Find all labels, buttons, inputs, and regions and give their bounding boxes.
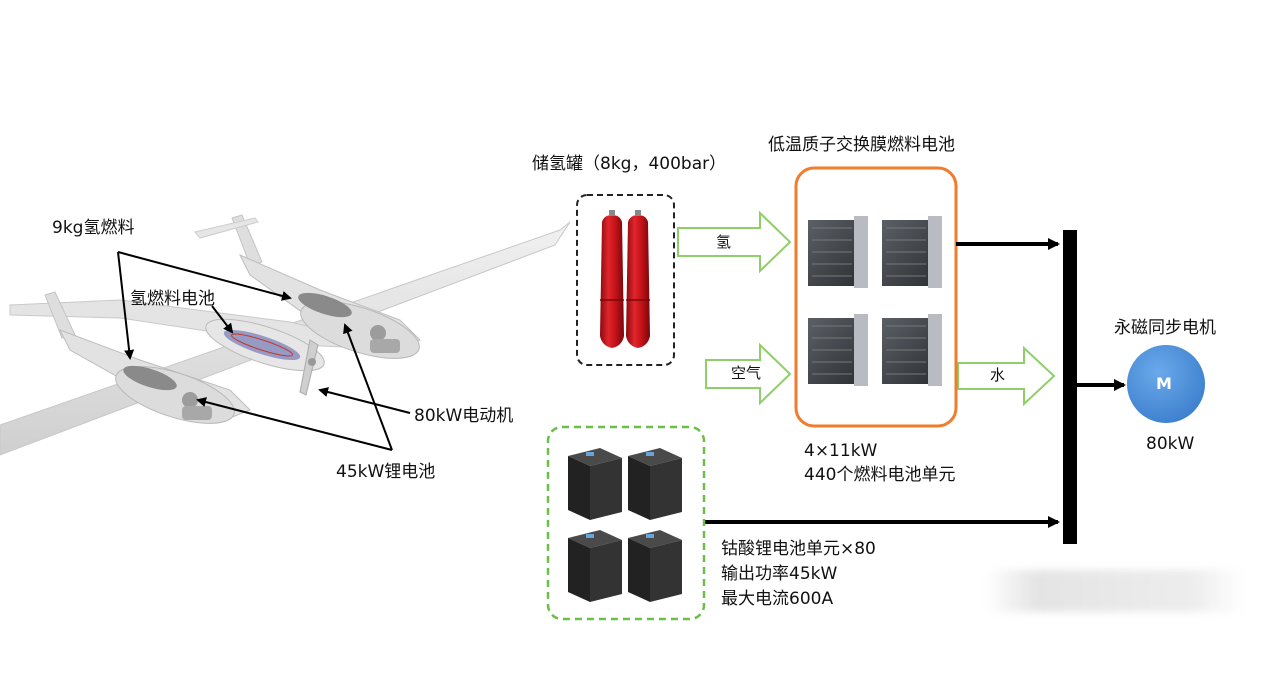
motor-title: 永磁同步电机: [1114, 318, 1216, 338]
tank-box: [576, 194, 675, 366]
power-bus-bar: [1063, 230, 1077, 544]
label-hydrogen-fuel-cell: 氢燃料电池: [130, 289, 215, 309]
battery-spec-cells: 钴酸锂电池单元×80: [721, 539, 876, 559]
hydrogen-tanks: [600, 210, 650, 348]
fuel-cell-spec-power: 4×11kW: [804, 441, 878, 461]
aircraft-illustration: [0, 214, 571, 456]
fuel-cell-box: [794, 166, 958, 428]
motor-power: 80kW: [1146, 434, 1195, 454]
battery-spec-current: 最大电流600A: [721, 589, 834, 609]
air-flow-arrow: [705, 342, 792, 406]
tank-title: 储氢罐（8kg，400bar）: [532, 154, 727, 174]
blurred-watermark: [985, 570, 1245, 612]
aircraft-annotations: [117, 251, 411, 451]
fuel-cell-title: 低温质子交换膜燃料电池: [768, 135, 955, 155]
hydrogen-flow-arrow: [677, 210, 792, 274]
fuel-cell-spec-units: 440个燃料电池单元: [804, 465, 956, 485]
hydrogen-flow-label: 氢: [716, 233, 732, 251]
motor-circle: [1127, 345, 1205, 423]
battery-box: [546, 425, 706, 621]
motor-symbol: M: [1156, 374, 1172, 393]
battery-spec-power: 输出功率45kW: [721, 564, 838, 584]
battery-cells: [568, 448, 682, 602]
label-lithium-battery: 45kW锂电池: [336, 462, 436, 482]
label-electric-motor: 80kW电动机: [414, 406, 514, 426]
water-flow-arrow: [957, 345, 1056, 407]
water-flow-label: 水: [990, 366, 1006, 384]
label-hydrogen-fuel: 9kg氢燃料: [52, 218, 135, 238]
air-flow-label: 空气: [731, 364, 762, 382]
fuel-cell-stacks: [808, 216, 942, 386]
